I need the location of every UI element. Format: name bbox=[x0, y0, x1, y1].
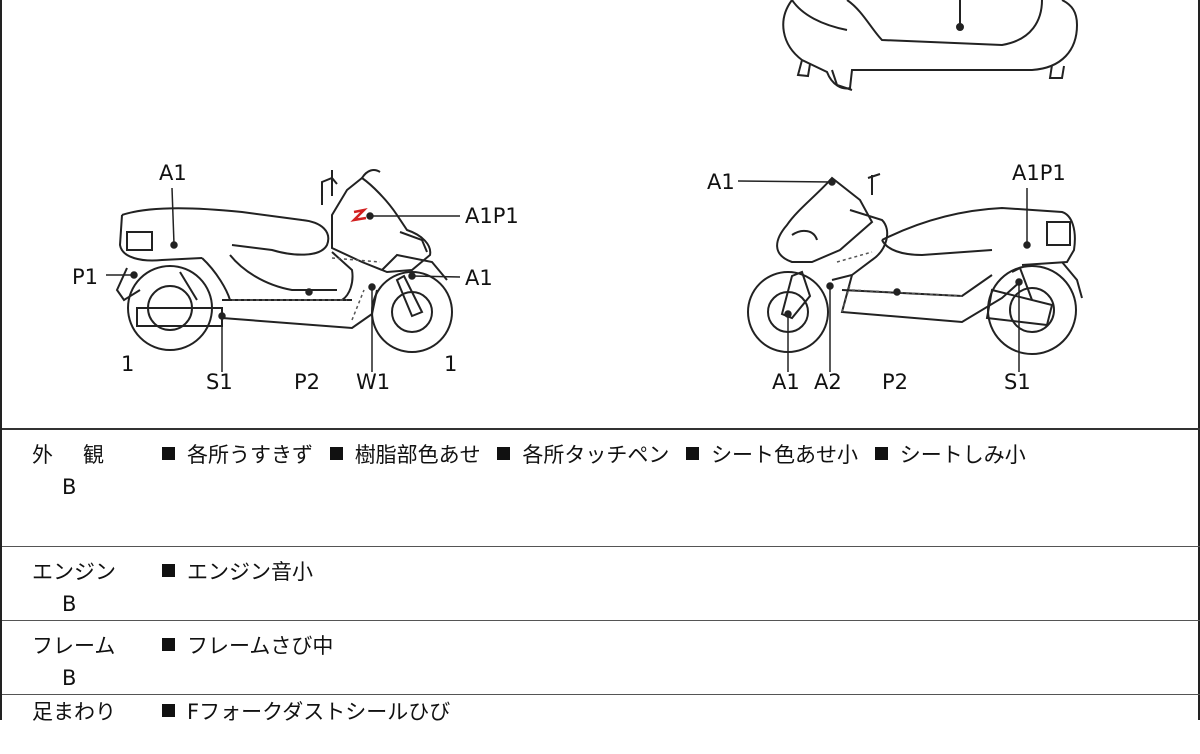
note-text: シートしみ小 bbox=[899, 443, 1026, 467]
row-notes: 各所うすきず 樹脂部色あせ 各所タッチペン シート色あせ小 シートしみ小 bbox=[162, 438, 1036, 472]
condition-row-suspension: 足まわり Fフォークダストシールひび bbox=[2, 694, 1200, 754]
row-notes: Fフォークダストシールひび bbox=[162, 695, 460, 729]
condition-row-exterior: 外観 B 各所うすきず 樹脂部色あせ 各所タッチペン シート色あせ小 シートしみ… bbox=[2, 428, 1200, 546]
label-a1-right-top: A1 bbox=[707, 170, 735, 194]
bullet-square-icon bbox=[874, 447, 888, 460]
right-view-scooter bbox=[747, 173, 1083, 355]
note-item: シート色あせ小 bbox=[686, 443, 858, 467]
bullet-square-icon bbox=[162, 447, 175, 460]
note-text: シート色あせ小 bbox=[711, 443, 859, 467]
scooter-diagram-svg: A1 A1P1 P1 A1 1 S1 P2 W1 1 A1 A1P1 A1 A2… bbox=[72, 0, 1083, 394]
note-item: エンジン音小 bbox=[162, 560, 313, 584]
label-a1-left-right: A1 bbox=[465, 266, 493, 290]
condition-table: 外観 B 各所うすきず 樹脂部色あせ 各所タッチペン シート色あせ小 シートしみ… bbox=[2, 428, 1200, 754]
row-category: フレーム bbox=[32, 634, 116, 658]
bullet-square-icon bbox=[329, 447, 343, 460]
note-item: 各所タッチペン bbox=[497, 443, 669, 467]
label-a2-right: A2 bbox=[814, 370, 842, 394]
label-a1-left-top: A1 bbox=[159, 161, 187, 185]
note-text: 各所うすきず bbox=[187, 443, 313, 467]
label-num-left: 1 bbox=[121, 352, 134, 376]
right-view-dotted-lines bbox=[836, 251, 963, 313]
note-item: シートしみ小 bbox=[874, 443, 1026, 467]
note-text: Fフォークダストシールひび bbox=[187, 700, 451, 724]
note-text: エンジン音小 bbox=[187, 560, 313, 584]
row-notes: エンジン音小 bbox=[162, 555, 323, 589]
note-item: 各所うすきず bbox=[162, 443, 313, 467]
label-num-right: 1 bbox=[444, 352, 457, 376]
row-grade: B bbox=[62, 475, 77, 499]
label-a1p1-right: A1P1 bbox=[1012, 161, 1066, 185]
condition-row-frame: フレーム B フレームさび中 bbox=[2, 620, 1200, 694]
bullet-square-icon bbox=[162, 704, 175, 717]
row-category-char: 外 bbox=[32, 443, 53, 467]
row-category-char: 観 bbox=[83, 443, 104, 467]
note-item: フレームさび中 bbox=[162, 634, 333, 658]
inspection-sheet: A1 A1P1 P1 A1 1 S1 P2 W1 1 A1 A1P1 A1 A2… bbox=[0, 0, 1200, 724]
row-notes: フレームさび中 bbox=[162, 629, 343, 663]
note-item: Fフォークダストシールひび bbox=[162, 700, 450, 724]
row-category: エンジン bbox=[32, 560, 116, 584]
damage-mark-icon bbox=[350, 207, 368, 222]
bullet-square-icon bbox=[497, 447, 511, 460]
left-view-dotted-lines bbox=[232, 257, 381, 321]
row-grade: B bbox=[62, 666, 77, 690]
label-s1-right: S1 bbox=[1004, 370, 1031, 394]
right-view-leaders bbox=[737, 178, 1031, 372]
vehicle-diagram: A1 A1P1 P1 A1 1 S1 P2 W1 1 A1 A1P1 A1 A2… bbox=[2, 0, 1200, 428]
row-category: 足まわり bbox=[32, 700, 116, 724]
note-text: 各所タッチペン bbox=[522, 443, 670, 467]
bullet-square-icon bbox=[162, 638, 175, 651]
left-view-scooter bbox=[115, 169, 453, 353]
label-w1-left: W1 bbox=[356, 370, 390, 394]
row-category: 外観 bbox=[32, 438, 104, 472]
label-p1-left: P1 bbox=[72, 265, 98, 289]
note-text: フレームさび中 bbox=[187, 634, 334, 658]
condition-row-engine: エンジン B エンジン音小 bbox=[2, 546, 1200, 620]
bullet-square-icon bbox=[686, 447, 700, 460]
note-item: 樹脂部色あせ bbox=[329, 443, 481, 467]
bullet-square-icon bbox=[162, 564, 175, 577]
label-p2-left: P2 bbox=[294, 370, 320, 394]
label-s1-left: S1 bbox=[206, 370, 233, 394]
top-view-scooter bbox=[782, 0, 1079, 91]
note-text: 樹脂部色あせ bbox=[354, 443, 481, 467]
label-p2-right: P2 bbox=[882, 370, 908, 394]
label-a1-right-bottom: A1 bbox=[772, 370, 800, 394]
row-grade: B bbox=[62, 592, 77, 616]
left-view-leaders bbox=[106, 187, 461, 372]
label-a1p1-left: A1P1 bbox=[465, 204, 519, 228]
